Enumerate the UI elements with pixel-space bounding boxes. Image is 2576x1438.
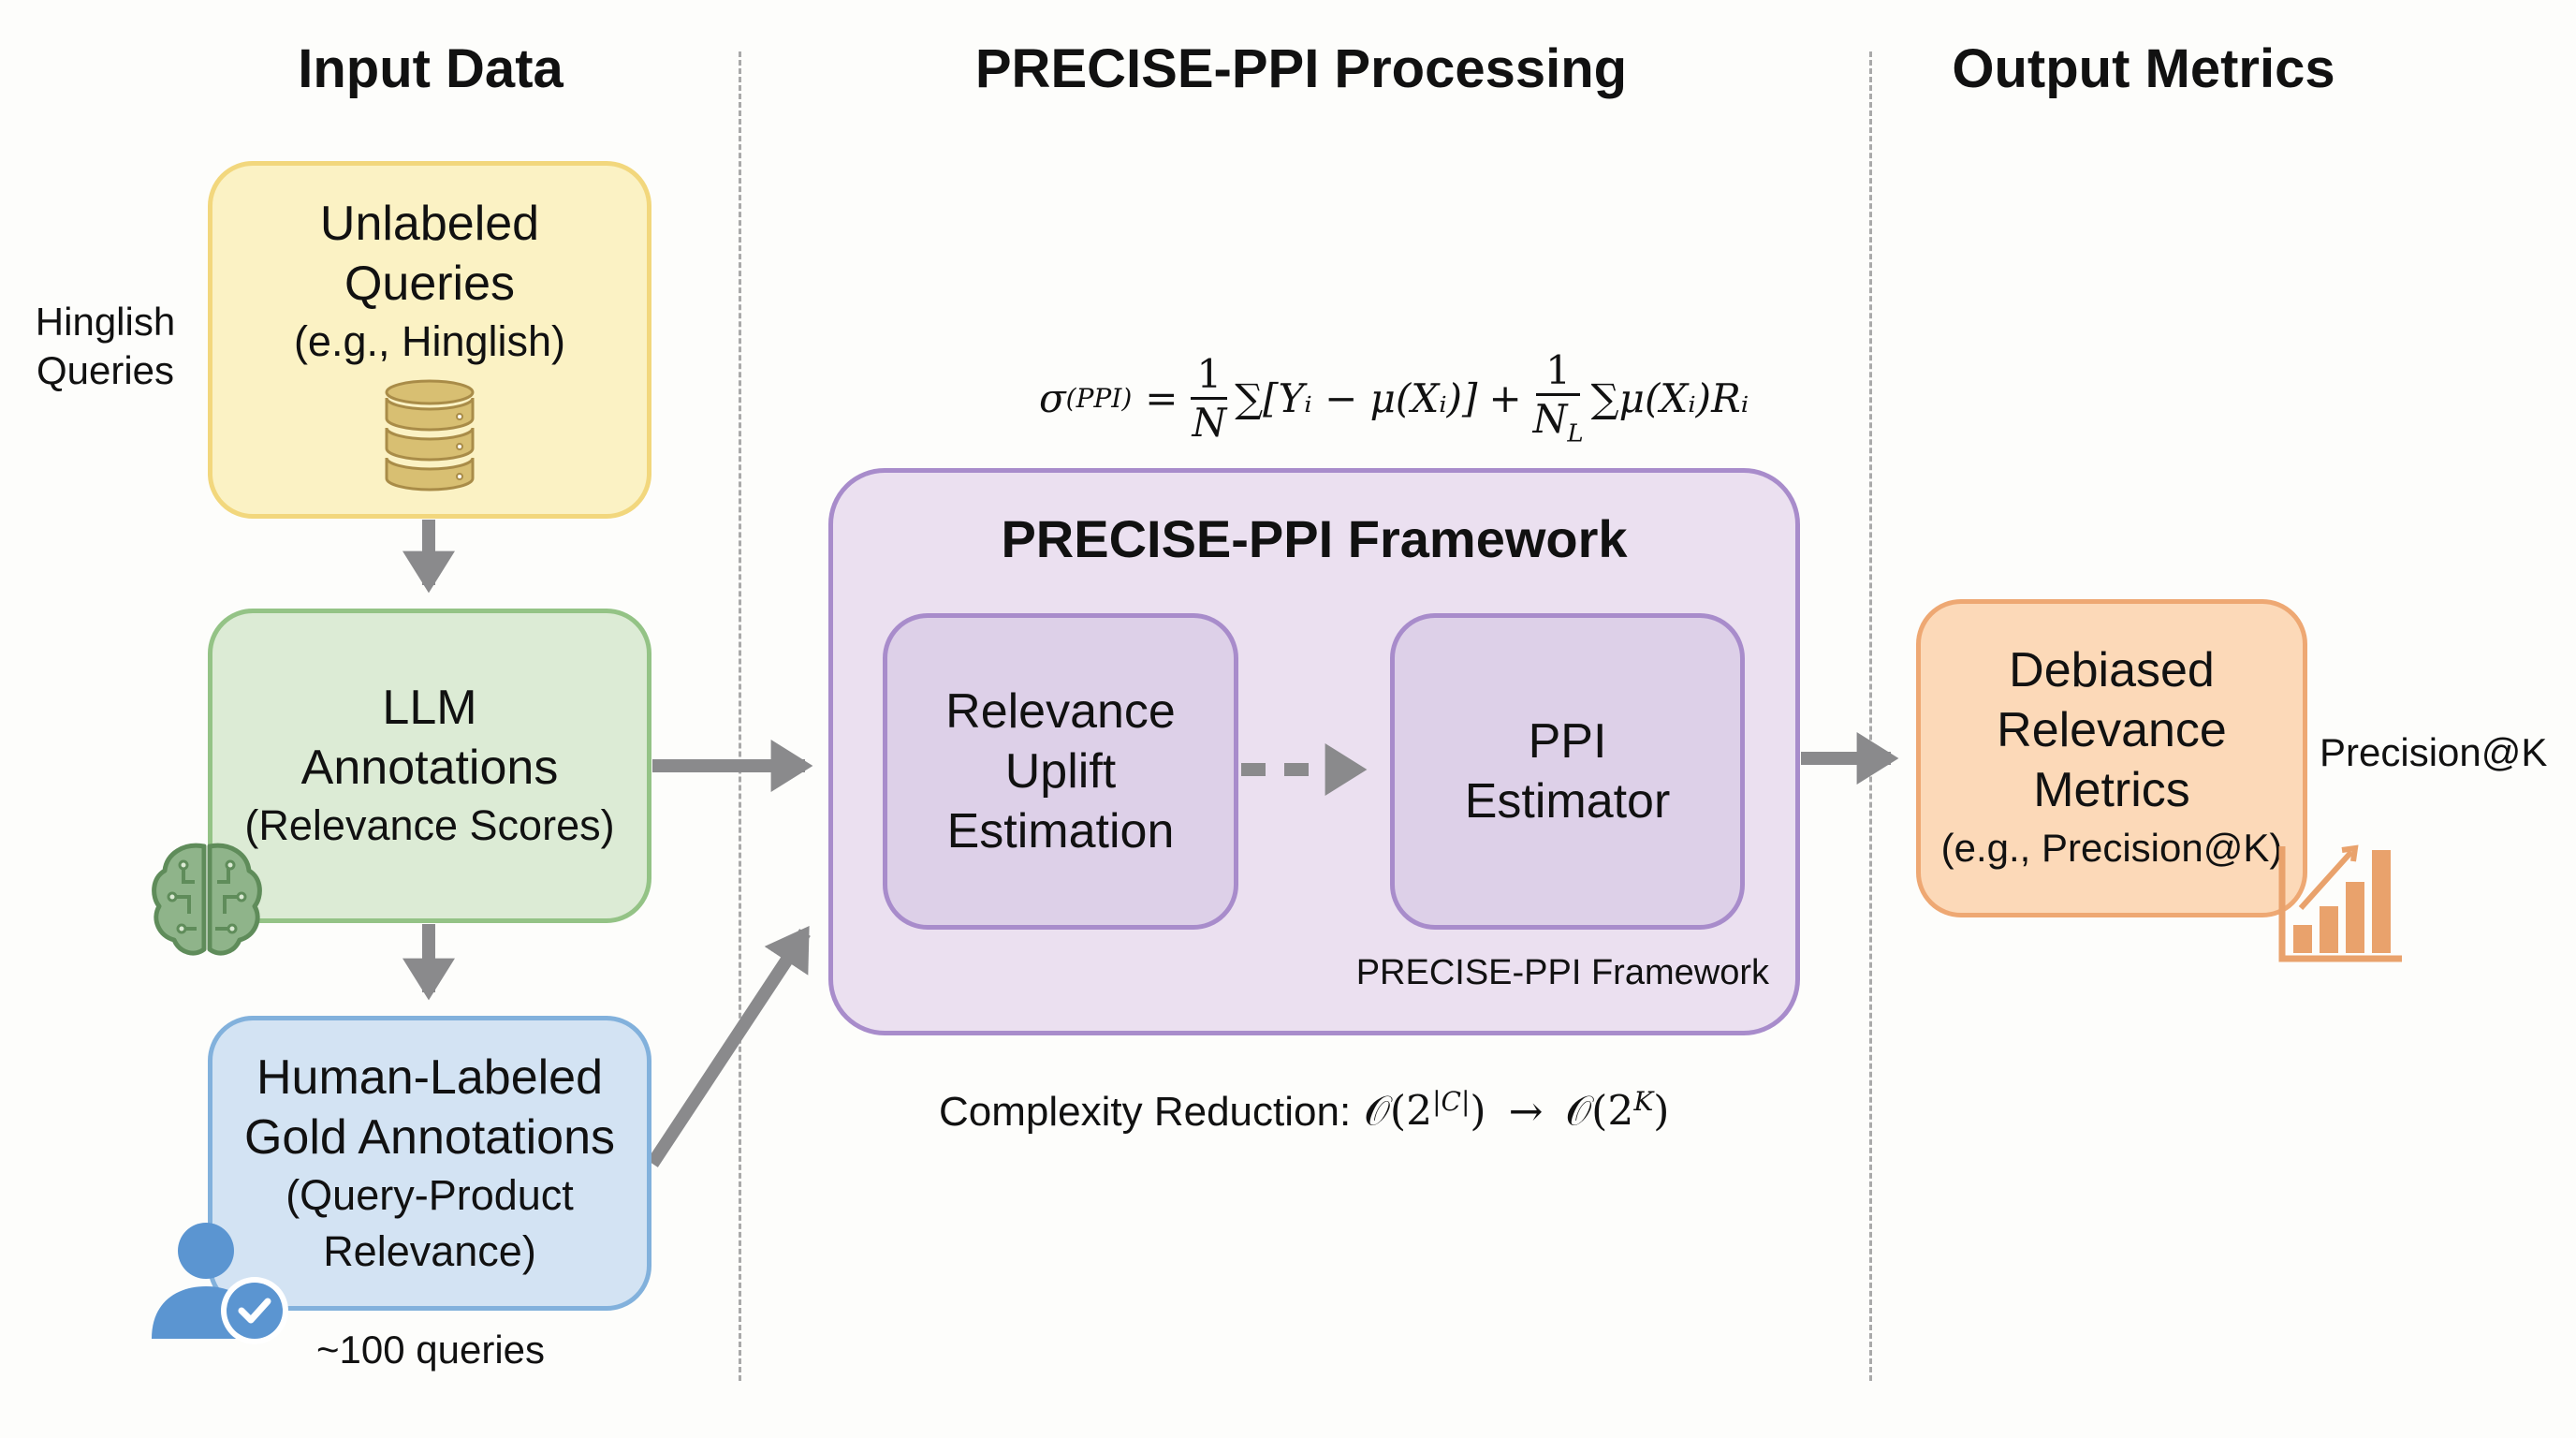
box-title-line: Annotations — [300, 741, 559, 795]
formula-fraction-1: 1 N — [1191, 351, 1228, 446]
complexity-reduction-text: Complexity Reduction: 𝒪(2|C|) → 𝒪(2K) — [939, 1086, 1669, 1136]
fraction-numerator: 1 — [1191, 351, 1228, 400]
human-labeled-gold-box[interactable]: Human-Labeled Gold Annotations (Query-Pr… — [208, 1016, 651, 1311]
header-input-data: Input Data — [298, 38, 564, 99]
denominator-sub: L — [1567, 419, 1584, 448]
fraction-denominator: N — [1192, 399, 1227, 446]
user-check-icon — [152, 1223, 288, 1344]
fraction-denominator: NL — [1533, 396, 1584, 448]
column-divider-left — [739, 51, 741, 1381]
formula-term-2: ∑μ(Xᵢ)Rᵢ — [1590, 374, 1749, 421]
side-label-line: Queries — [36, 348, 175, 392]
box-title-line: Unlabeled — [319, 197, 540, 251]
stage-line: Estimation — [946, 804, 1175, 858]
formula-fraction-2: 1 NL — [1533, 347, 1584, 448]
box-title-line: Human-Labeled — [256, 1049, 604, 1105]
paren-close: ) — [1653, 1087, 1670, 1136]
box-subtitle: (Relevance Scores) — [244, 801, 615, 849]
complexity-to-exponent: K — [1633, 1086, 1654, 1117]
box-title-line: Metrics — [2033, 763, 2190, 817]
complexity-from-exponent: |C| — [1432, 1086, 1471, 1117]
framework-caption: PRECISE-PPI Framework — [1355, 953, 1769, 992]
hinglish-queries-label: Hinglish Queries — [19, 298, 192, 395]
box-title-line: Debiased — [2009, 643, 2215, 697]
box-title-line: Queries — [344, 257, 516, 311]
stage-line: PPI — [1528, 714, 1607, 769]
stage-line: Uplift — [1004, 744, 1117, 799]
bar-chart-up-icon — [2278, 844, 2402, 962]
box-subtitle: (e.g., Hinglish) — [293, 317, 566, 365]
arrow-human-to-framework — [647, 925, 811, 1167]
column-divider-right — [1869, 51, 1872, 1381]
brain-circuit-icon — [152, 843, 262, 956]
box-subtitle: (e.g., Precision@K) — [1940, 826, 2283, 870]
formula-lhs-sub: (PPI) — [1065, 382, 1133, 414]
framework-title: PRECISE-PPI Framework — [1001, 509, 1628, 568]
formula-plus: + — [1488, 374, 1522, 421]
box-subtitle: (Query-Product — [285, 1170, 574, 1219]
paren-close: ) — [1470, 1087, 1486, 1136]
stage-line: Relevance — [945, 684, 1176, 739]
box-subtitle: Relevance) — [323, 1226, 536, 1275]
complexity-to: 𝒪(2 — [1565, 1087, 1634, 1136]
ppi-formula: σ (PPI) = 1 N ∑[Yᵢ − μ(Xᵢ)] + 1 NL ∑μ(Xᵢ… — [1039, 347, 1749, 448]
complexity-arrow: → — [1508, 1087, 1544, 1136]
formula-lhs-symbol: σ — [1039, 374, 1066, 421]
denominator-symbol: N — [1532, 396, 1568, 443]
box-title-line: Gold Annotations — [243, 1109, 616, 1165]
unlabeled-queries-box[interactable]: Unlabeled Queries (e.g., Hinglish) — [208, 161, 651, 519]
debiased-relevance-metrics-box[interactable]: Debiased Relevance Metrics (e.g., Precis… — [1916, 599, 2307, 917]
database-icon — [385, 379, 475, 492]
fraction-numerator: 1 — [1536, 347, 1581, 397]
box-title-line: Relevance — [1997, 703, 2227, 757]
complexity-expression: 𝒪(2|C|) → 𝒪(2K) — [1364, 1086, 1669, 1136]
side-label-line: Hinglish — [35, 300, 176, 344]
llm-annotations-box[interactable]: LLM Annotations (Relevance Scores) — [208, 609, 651, 923]
header-output-metrics: Output Metrics — [1952, 38, 2335, 99]
formula-term-1: ∑[Yᵢ − μ(Xᵢ)] — [1235, 374, 1478, 421]
box-title-line: LLM — [382, 681, 477, 735]
complexity-label: Complexity Reduction: — [939, 1088, 1352, 1135]
ppi-estimator-box[interactable]: PPI Estimator — [1390, 613, 1745, 930]
header-processing: PRECISE-PPI Processing — [974, 38, 1628, 99]
stage-line: Estimator — [1464, 774, 1671, 829]
query-count-label: ~100 queries — [315, 1328, 546, 1372]
precision-at-k-label: Precision@K — [2320, 730, 2548, 774]
complexity-from: 𝒪(2 — [1364, 1087, 1433, 1136]
relevance-uplift-estimation-box[interactable]: Relevance Uplift Estimation — [883, 613, 1238, 930]
